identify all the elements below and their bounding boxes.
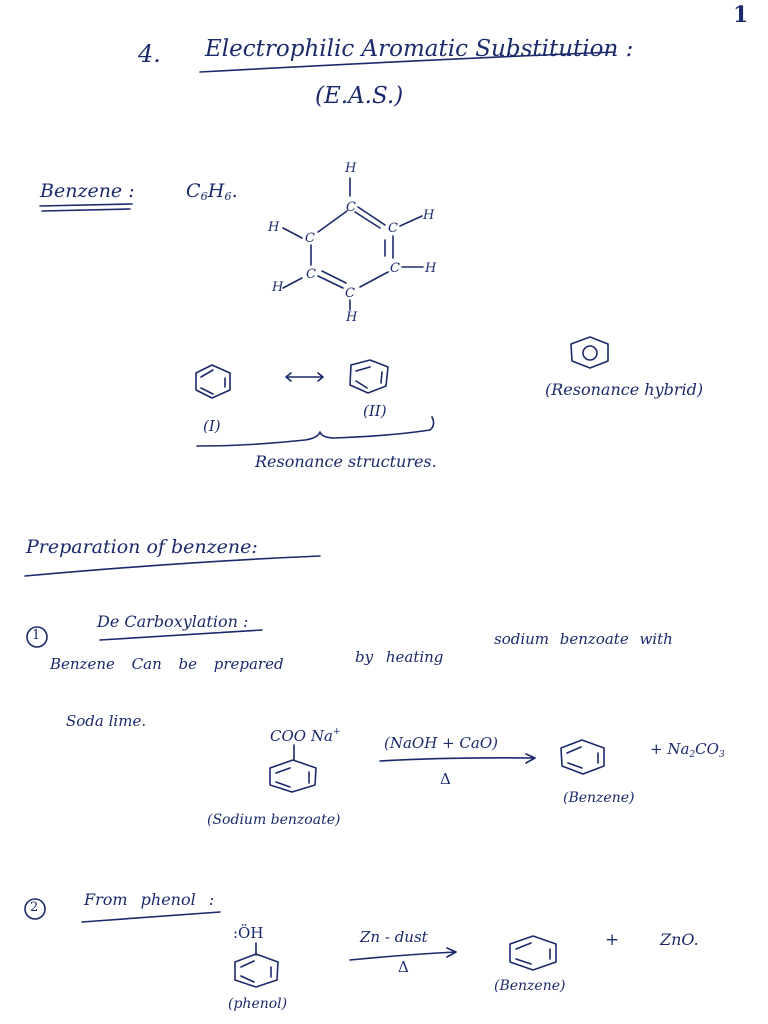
method2-plus: + [605,930,620,950]
method1-byproduct: + Na2CO3 [650,740,725,760]
method1-heat-symbol: Δ [440,770,451,788]
resonance-structure-1 [195,364,231,399]
formula-carbon-count: 6 [200,189,208,203]
method2-reaction-arrow [349,947,457,961]
sodium-ion: Na [310,727,333,745]
method2-byproduct: ZnO. [660,930,699,949]
method1-text-line1-a: Benzene Can be prepared [50,655,284,673]
double-headed-arrow [285,372,324,382]
atom-c-lower-left: C [306,267,316,282]
byproduct-na: Na [667,740,690,758]
byproduct-co: CO [695,740,719,758]
sodium-benzoate-structure [269,744,317,793]
title-abbreviation: (E.A.S.) [315,83,404,109]
phenol-structure [234,942,279,988]
formula-hydrogen-count: 6 [224,189,232,203]
resonance-hybrid-structure [570,336,609,369]
title-underline [199,51,616,73]
method2-heat-symbol: Δ [398,958,409,976]
preparation-heading-underline [24,555,321,577]
method2-title-underline [81,911,221,923]
phenol-name: (phenol) [228,996,288,1012]
method1-benzene-product [560,739,605,775]
method1-text-line1-b: by heating [355,648,444,666]
method2-product-name: (Benzene) [494,978,566,994]
page-title: Electrophilic Aromatic Substitution : [205,36,634,62]
method1-text-line1-c: sodium benzoate with [494,630,673,648]
method2-title: From phenol : [84,890,215,909]
page-number: 1 [733,2,749,28]
resonance-caption: Resonance structures. [255,452,437,471]
atom-c-top: C [346,200,356,215]
method1-product-name: (Benzene) [563,790,635,806]
method2-benzene-product [509,935,557,971]
resonance-label-2: (II) [363,402,387,420]
sodium-benzoate-name: (Sodium benzoate) [207,812,341,828]
atom-h-top: H [344,161,357,176]
method1-number: 1 [32,628,41,643]
resonance-label-1: (I) [203,417,221,435]
method1-reaction-arrow [379,753,536,764]
byproduct-plus: + [650,740,663,758]
formula-hydrogen: H [207,180,225,202]
benzene-label: Benzene : [40,180,135,202]
benzene-label-underline [39,203,133,212]
atom-c-lower-right: C [390,261,400,276]
benzene-formula: C6H6. [186,180,238,203]
method2-reagent: Zn - dust [360,928,428,946]
atom-h-lower-left: H [271,280,284,295]
benzene-structure: H C C C C C C H H H H H [267,161,437,325]
atom-h-upper-left: H [267,220,280,235]
formula-tail: . [231,180,238,202]
byproduct-na-count: 2 [689,750,696,760]
resonance-hybrid-caption: (Resonance hybrid) [545,380,704,399]
sodium-charge: + [332,727,341,737]
section-number: 4. [138,40,161,68]
sodium-benzoate-substituent: COO Na+ [270,727,340,745]
byproduct-o-count: 3 [718,750,725,760]
atom-c-upper-left: C [305,231,315,246]
atom-c-bottom: C [345,286,355,301]
method1-title-underline [99,629,263,641]
formula-carbon: C [186,180,201,202]
atom-h-lower-right: H [424,261,437,276]
atom-h-upper-right: H [422,208,435,223]
resonance-structure-2 [349,359,389,394]
phenol-substituent: :ÖH [233,924,264,942]
method1-reagent: (NaOH + CaO) [384,734,498,752]
method2-number-circle [24,898,46,920]
atom-c-upper-right: C [388,221,398,236]
method1-title: De Carboxylation : [97,612,249,631]
carboxylate-group: COO [270,727,307,745]
preparation-heading: Preparation of benzene: [26,536,258,558]
method1-text-line2: Soda lime. [66,712,147,730]
method2-number: 2 [30,900,39,915]
resonance-brace [196,416,435,447]
method1-number-circle [26,626,48,648]
atom-h-bottom: H [345,310,358,325]
